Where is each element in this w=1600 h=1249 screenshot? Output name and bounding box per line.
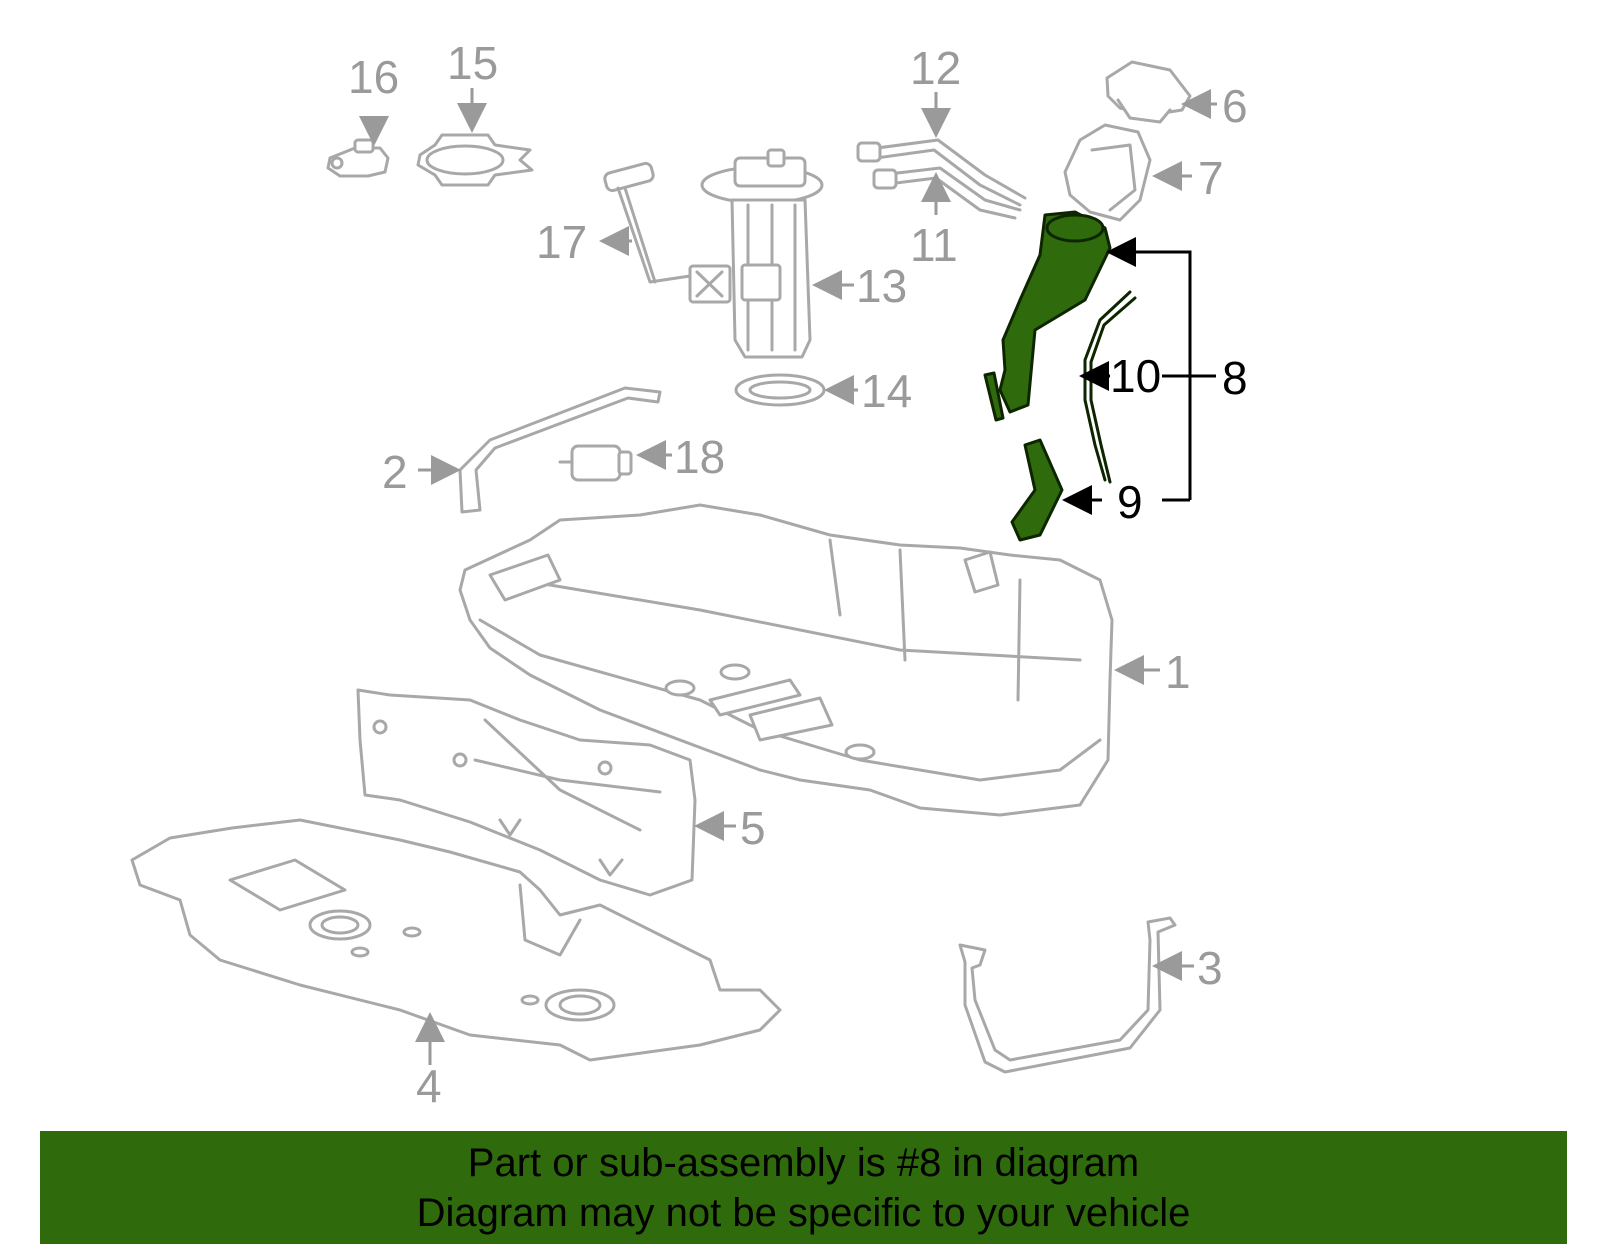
part-5-heat-shield xyxy=(356,688,697,897)
callout-4: 4 xyxy=(416,1060,442,1112)
part-4-skid-plate xyxy=(130,818,782,1062)
part-18-fuel-filter xyxy=(558,444,633,482)
part-15-lock-ring xyxy=(416,133,534,187)
part-1-fuel-tank xyxy=(458,503,1114,817)
part-17-level-sender xyxy=(603,161,732,304)
callout-14: 14 xyxy=(861,365,912,417)
callout-8: 8 xyxy=(1222,352,1248,404)
callout-9: 9 xyxy=(1117,476,1143,528)
part-6-fuel-cap xyxy=(1105,60,1192,124)
callout-10: 10 xyxy=(1110,350,1161,402)
callout-arrows xyxy=(359,88,1217,1065)
callout-6: 6 xyxy=(1222,80,1248,132)
callout-17: 17 xyxy=(536,216,587,268)
part-14-seal xyxy=(734,373,826,407)
part-16-sensor xyxy=(326,138,390,178)
callout-16: 16 xyxy=(348,51,399,103)
info-banner: Part or sub-assembly is #8 in diagram Di… xyxy=(40,1131,1567,1244)
callout-2: 2 xyxy=(382,446,408,498)
callout-7: 7 xyxy=(1198,152,1224,204)
banner-line-2: Diagram may not be specific to your vehi… xyxy=(416,1190,1191,1235)
callout-11: 11 xyxy=(910,219,958,271)
part-7-filler-housing xyxy=(1063,123,1152,222)
callout-12: 12 xyxy=(910,42,961,94)
part-11-12-fuel-lines xyxy=(856,138,1027,220)
callout-1: 1 xyxy=(1165,646,1191,698)
part-8-fuel-filler-pipe xyxy=(983,210,1112,422)
part-3-strap xyxy=(958,916,1177,1074)
callout-labels: 1 2 3 4 5 6 7 8 9 10 11 12 13 14 15 16 1… xyxy=(348,37,1248,1112)
part-2-strap xyxy=(458,386,662,514)
callout-13: 13 xyxy=(856,260,907,312)
callout-3: 3 xyxy=(1197,942,1223,994)
callout-15: 15 xyxy=(447,37,498,89)
banner-line-1: Part or sub-assembly is #8 in diagram xyxy=(467,1140,1140,1185)
callout-18: 18 xyxy=(674,431,725,483)
callout-5: 5 xyxy=(740,802,766,854)
part-13-fuel-pump-module xyxy=(700,148,824,359)
part-9-filler-hose xyxy=(1010,438,1064,542)
